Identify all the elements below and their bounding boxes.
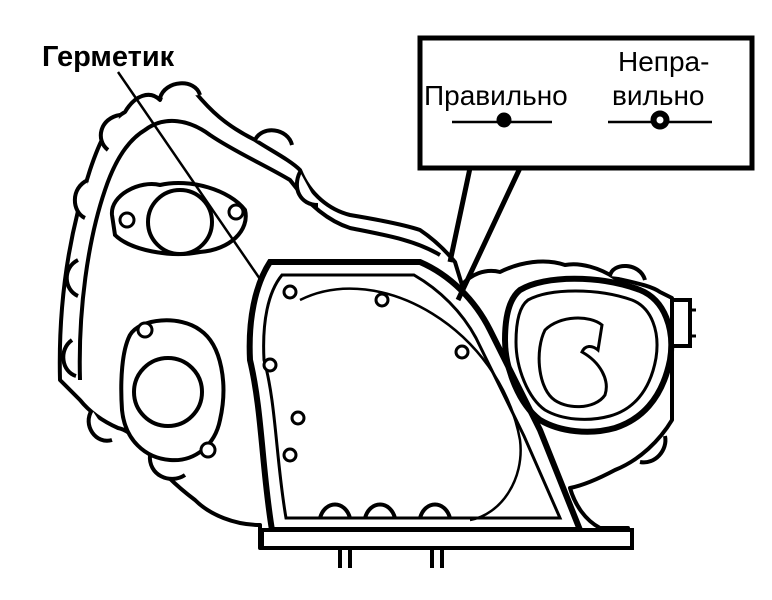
right-pulley-housing bbox=[501, 275, 696, 435]
correct-bead-sample bbox=[452, 112, 552, 128]
cover-bolt-holes bbox=[262, 284, 470, 463]
incorrect-bead-sample bbox=[608, 110, 712, 130]
incorrect-label-line2: вильно bbox=[612, 80, 704, 111]
housing-scallops bbox=[61, 81, 668, 481]
incorrect-label-line1: Непра- bbox=[618, 46, 709, 77]
upper-flange bbox=[109, 180, 248, 256]
sealant-leader-line bbox=[116, 71, 264, 283]
callout-box bbox=[417, 35, 755, 302]
sealant-label: Герметик bbox=[42, 41, 175, 73]
callout-pointer bbox=[447, 166, 523, 302]
correct-label: Правильно bbox=[424, 80, 568, 111]
front-cover bbox=[246, 259, 634, 568]
housing-outline bbox=[57, 83, 674, 550]
left-flange bbox=[119, 318, 226, 463]
